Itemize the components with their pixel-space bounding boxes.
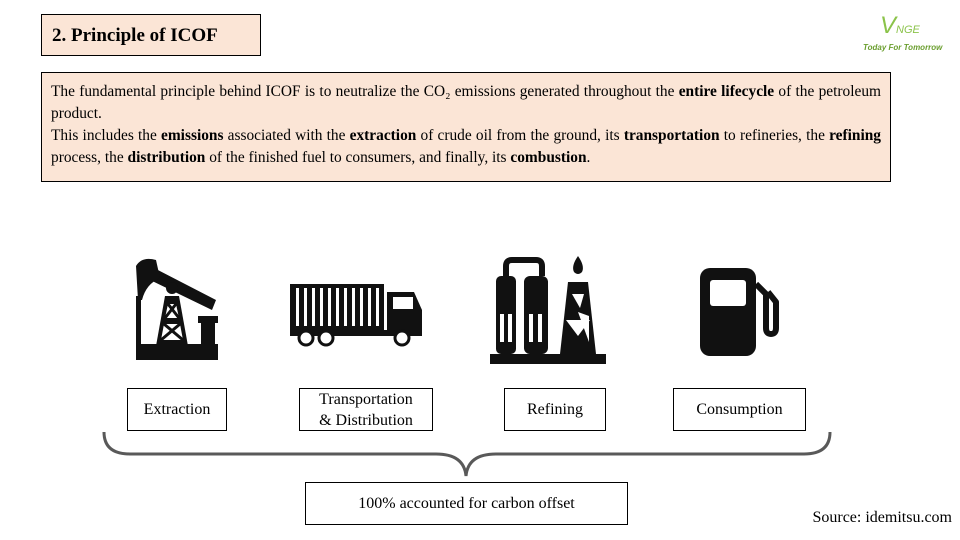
description-emphasis: entire lifecycle	[678, 83, 775, 100]
description-emphasis: emissions	[161, 127, 224, 144]
description-emphasis: refining	[829, 127, 881, 144]
stage-transportation-line-1: Transportation	[319, 390, 413, 408]
description-text: of crude oil from the ground, its	[416, 127, 624, 144]
stage-extraction-label: Extraction	[127, 388, 227, 431]
description-emphasis: extraction	[349, 127, 417, 144]
source-note: Source: idemitsu.com	[812, 509, 952, 526]
description-text: process, the	[51, 149, 128, 166]
slide-title: 2. Principle of ICOF	[41, 14, 261, 56]
refinery-icon	[490, 256, 606, 364]
description-emphasis: distribution	[127, 149, 206, 166]
description-text: This includes the	[51, 127, 162, 144]
description-text: to refineries, the	[719, 127, 830, 144]
description-paragraph-1: The fundamental principle behind ICOF is…	[51, 81, 881, 125]
description-emphasis: transportation	[623, 127, 720, 144]
curly-brace	[102, 431, 832, 477]
logo-initial: V	[880, 12, 897, 39]
description-text: The fundamental principle behind ICOF is…	[51, 83, 679, 100]
description-text: associated with the	[223, 127, 350, 144]
truck-icon	[290, 284, 422, 347]
description-paragraph-2: This includes the emissions associated w…	[51, 125, 881, 169]
description-emphasis: combustion	[510, 149, 587, 166]
stage-consumption-label: Consumption	[673, 388, 806, 431]
stage-transportation-line-2: & Distribution	[319, 411, 413, 429]
description-box: The fundamental principle behind ICOF is…	[41, 72, 891, 182]
logo-tagline: Today For Tomorrow	[863, 43, 943, 52]
fuel-pump-icon	[700, 268, 779, 356]
summary-label: 100% accounted for carbon offset	[305, 482, 628, 525]
description-text: .	[586, 149, 591, 166]
pumpjack-icon	[136, 258, 218, 360]
logo-rest: NGE	[896, 24, 920, 36]
vnge-logo: VNGE Today For Tomorrow	[858, 12, 953, 58]
description-text: of the petroleum product.	[51, 83, 881, 122]
stage-transportation-label: Transportation & Distribution	[299, 388, 433, 431]
description-text: of the finished fuel to consumers, and f…	[205, 149, 511, 166]
stage-refining-label: Refining	[504, 388, 606, 431]
